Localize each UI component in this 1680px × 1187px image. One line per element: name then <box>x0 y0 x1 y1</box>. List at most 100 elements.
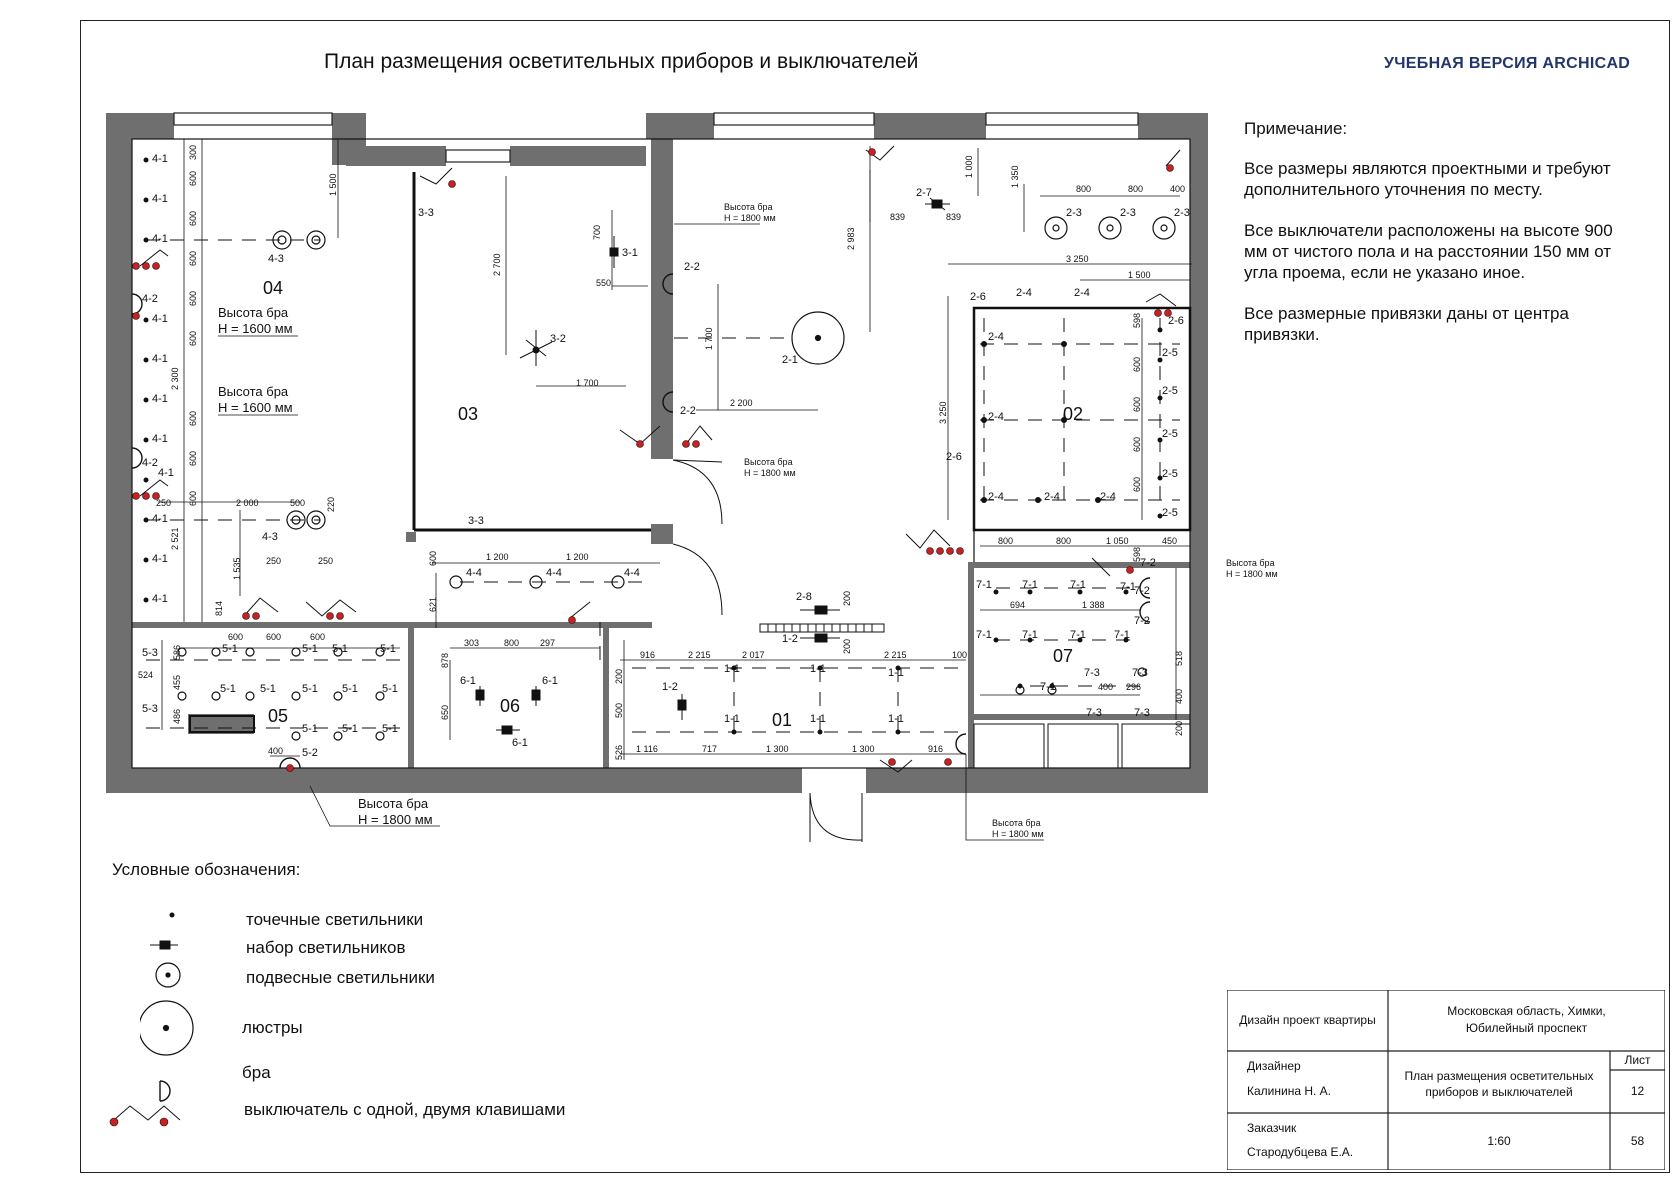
fixture-tag: 2-7 <box>916 187 932 199</box>
fixture-tag: 7-1 <box>1070 579 1086 591</box>
note-line: Высота бра <box>724 202 773 212</box>
dimension-value: 3 250 <box>938 401 948 424</box>
designer-role: Дизайнер <box>1247 1058 1301 1073</box>
dimension-value: 1 388 <box>1082 600 1105 610</box>
dimension-value: 500 <box>290 498 305 508</box>
dimension-value: 524 <box>138 670 153 680</box>
dimension-value: 1 200 <box>566 552 589 562</box>
dimension-value: 1 300 <box>852 744 875 754</box>
fixture-tag: 3-2 <box>550 333 566 345</box>
fixture-tag: 2-3 <box>1066 207 1082 219</box>
total-sheets: 58 <box>1630 1134 1645 1148</box>
dimension-value: 600 <box>188 411 198 426</box>
note-line: Высота бра <box>992 818 1041 828</box>
dimension-value: 600 <box>1132 397 1142 412</box>
chandelier-icon <box>140 1000 194 1056</box>
dimension-value: 486 <box>172 709 182 724</box>
dimension-value: 250 <box>266 556 281 566</box>
ring-lights <box>177 575 1147 741</box>
dimension-value: 600 <box>188 171 198 186</box>
fixture-tag: 4-4 <box>624 567 640 579</box>
dimension-value: 220 <box>326 497 336 512</box>
fixture-tag: 2-4 <box>1074 287 1090 299</box>
fixture-tag: 5-3 <box>142 703 158 715</box>
sconces <box>131 273 1151 769</box>
drawing-sheet <box>80 20 1670 1173</box>
note-paragraph: Все размеры являются проектными и требую… <box>1244 159 1611 199</box>
dimension-value: 250 <box>318 556 333 566</box>
dimension-value: 600 <box>188 291 198 306</box>
switches <box>132 145 1181 773</box>
scale: 1:60 <box>1487 1134 1511 1148</box>
dimension-value: 200 <box>842 591 852 606</box>
dimension-value: 400 <box>268 746 283 756</box>
legend-label: точечные светильники <box>246 910 424 929</box>
fixture-tag: 7-3 <box>1086 707 1102 719</box>
sheet-number: 12 <box>1630 1084 1645 1098</box>
fixture-tag: 1-1 <box>810 713 826 725</box>
fixture-tag: 4-2 <box>142 293 158 305</box>
dimension-value: 300 <box>188 145 198 160</box>
note-line: Н = 1800 мм <box>992 829 1044 839</box>
dimension-value: 250 <box>156 498 171 508</box>
room-label: 07 <box>1053 646 1073 666</box>
dimension-value: 2 300 <box>170 367 180 390</box>
dimension-value: 839 <box>890 212 905 222</box>
chandelier <box>791 311 845 365</box>
client-name: Стародубцева Е.А. <box>1247 1144 1354 1159</box>
dimension-value: 518 <box>1174 651 1184 666</box>
dimension-value: 916 <box>640 650 655 660</box>
dimension-value: 2 215 <box>688 650 711 660</box>
address-line: Московская область, Химки, <box>1447 1003 1606 1018</box>
dimension-value: 916 <box>928 744 943 754</box>
sheet-title: План размещения осветительных приборов и… <box>324 50 919 73</box>
dimension-value: 600 <box>188 451 198 466</box>
fixture-tag: 2-4 <box>1016 287 1032 299</box>
fixture-tag: 5-1 <box>382 683 398 695</box>
fixture-tag: 7-2 <box>1134 615 1150 627</box>
fixture-tag: 4-1 <box>152 513 168 525</box>
fixture-tag: 7-1 <box>1022 579 1038 591</box>
dimension-value: 400 <box>1170 184 1185 194</box>
dimension-value: 500 <box>614 703 624 718</box>
fixture-tag: 4-1 <box>152 233 168 245</box>
fixture-tag: 2-3 <box>1120 207 1136 219</box>
dimension-value: 450 <box>1162 536 1177 546</box>
legend-label: люстры <box>242 1018 303 1037</box>
fixture-tag: 6-1 <box>460 675 476 687</box>
dimension-value: 600 <box>266 632 281 642</box>
room-label: 04 <box>263 278 283 298</box>
fixture-tag: 7-2 <box>1140 557 1156 569</box>
fixture-tag: 4-2 <box>142 457 158 469</box>
room-label: 02 <box>1063 404 1083 424</box>
dimension-value: 814 <box>214 601 224 616</box>
dimension-value: 200 <box>842 639 852 654</box>
dimension-value: 800 <box>504 638 519 648</box>
dimension-value: 598 <box>1132 313 1142 328</box>
fixture-tags: 4-1 4-1 4-1 4-1 4-1 4-1 4-1 4-1 4-1 4-1 … <box>142 153 1190 759</box>
legend-title: Условные обозначения: <box>112 860 301 879</box>
fixture-tag: 3-3 <box>418 207 434 219</box>
designer-name: Калинина Н. А. <box>1247 1083 1332 1098</box>
dimension-numbers: 300 600 600 600 600 600 600 600 600 1 50… <box>138 145 1185 760</box>
fixture-tag: 4-1 <box>152 553 168 565</box>
fixture-tag: 2-4 <box>988 491 1004 503</box>
note-line: Н = 1800 мм <box>358 812 433 827</box>
note-line: Высота бра <box>744 457 793 467</box>
fixture-tag: 7-1 <box>1022 629 1038 641</box>
fixture-tag: 5-1 <box>342 683 358 695</box>
spot-light-icon <box>169 912 175 918</box>
fixture-tag: 6-1 <box>512 737 528 749</box>
legend-label: подвесные светильники <box>246 968 435 987</box>
dimension-value: 1 700 <box>704 327 714 350</box>
dimension-value: 2 983 <box>846 227 856 250</box>
dimension-value: 600 <box>1132 357 1142 372</box>
dimension-value: 296 <box>1126 682 1141 692</box>
dimension-value: 600 <box>188 251 198 266</box>
fixture-tag: 4-1 <box>152 393 168 405</box>
dimension-value: 1 700 <box>576 378 599 388</box>
fixture-tag: 7-1 <box>976 579 992 591</box>
note-paragraph: Все размерные привязки даны от центра пр… <box>1244 304 1569 344</box>
light-set-icon <box>150 940 178 950</box>
